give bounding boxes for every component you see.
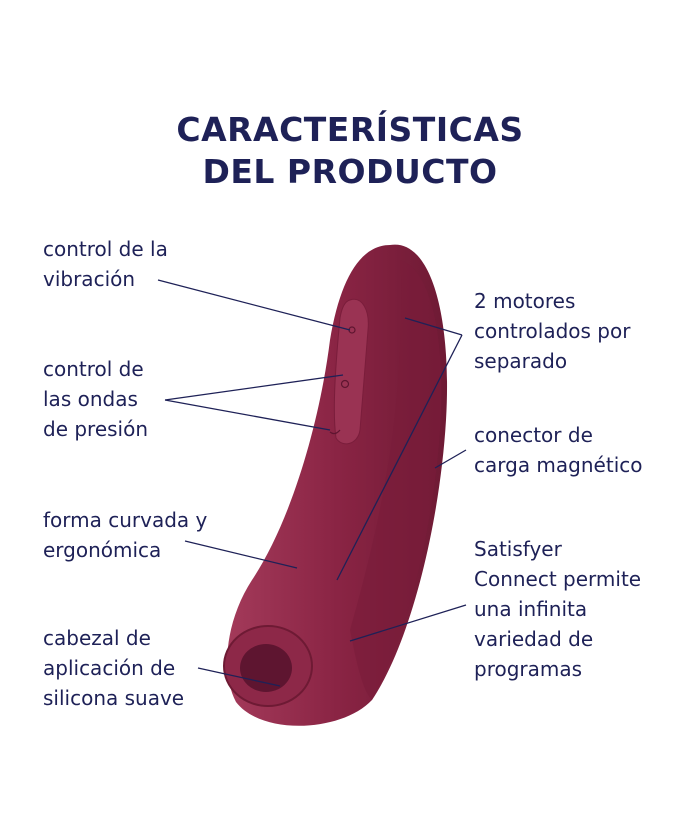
label-line: ergonómica: [43, 538, 162, 562]
label-line: control de: [43, 357, 144, 381]
label-line: forma curvada y: [43, 508, 208, 532]
label-line: cabezal de: [43, 626, 151, 650]
label-line: separado: [474, 349, 568, 373]
label-line: silicona suave: [43, 686, 185, 710]
feature-curved-shape: forma curvada y ergonómica: [43, 505, 207, 565]
title-line-1: CARACTERÍSTICAS: [176, 110, 524, 149]
title-line-2: DEL PRODUCTO: [202, 152, 498, 191]
label-line: una infinita: [474, 597, 588, 621]
label-line: aplicación de: [43, 656, 176, 680]
label-line: control de la: [43, 237, 168, 261]
label-line: Connect permite: [474, 567, 642, 591]
label-line: de presión: [43, 417, 149, 441]
label-line: vibración: [43, 267, 136, 291]
pressure-button-icon: [329, 429, 341, 435]
feature-magnetic-charger: conector de carga magnético: [474, 420, 642, 480]
silicone-head-opening: [240, 644, 292, 692]
callout-line: [157, 279, 351, 331]
label-line: Satisfyer: [474, 537, 562, 561]
callout-line: [404, 317, 463, 336]
feature-vibration-control: control de la vibración: [43, 234, 168, 294]
callout-line: [197, 667, 281, 687]
label-line: las ondas: [43, 387, 138, 411]
callout-line: [434, 449, 467, 469]
callout-line: [164, 399, 331, 431]
label-line: variedad de: [474, 627, 594, 651]
button-panel: [333, 298, 369, 445]
callout-line: [349, 604, 467, 642]
callout-line: [336, 334, 463, 581]
product-side-panel: [350, 260, 442, 700]
label-line: 2 motores: [474, 289, 576, 313]
feature-silicone-head: cabezal de aplicación de silicona suave: [43, 623, 184, 713]
power-button-icon: [340, 379, 350, 389]
feature-satisfyer-connect: Satisfyer Connect permite una infinita v…: [474, 534, 641, 684]
label-line: carga magnético: [474, 453, 643, 477]
callout-line: [164, 374, 344, 401]
label-line: conector de: [474, 423, 593, 447]
feature-pressure-wave-control: control de las ondas de presión: [43, 354, 148, 444]
callout-lines: [157, 279, 467, 687]
label-line: controlados por: [474, 319, 631, 343]
callout-line: [184, 540, 298, 569]
label-line: programas: [474, 657, 583, 681]
feature-two-motors: 2 motores controlados por separado: [474, 286, 630, 376]
